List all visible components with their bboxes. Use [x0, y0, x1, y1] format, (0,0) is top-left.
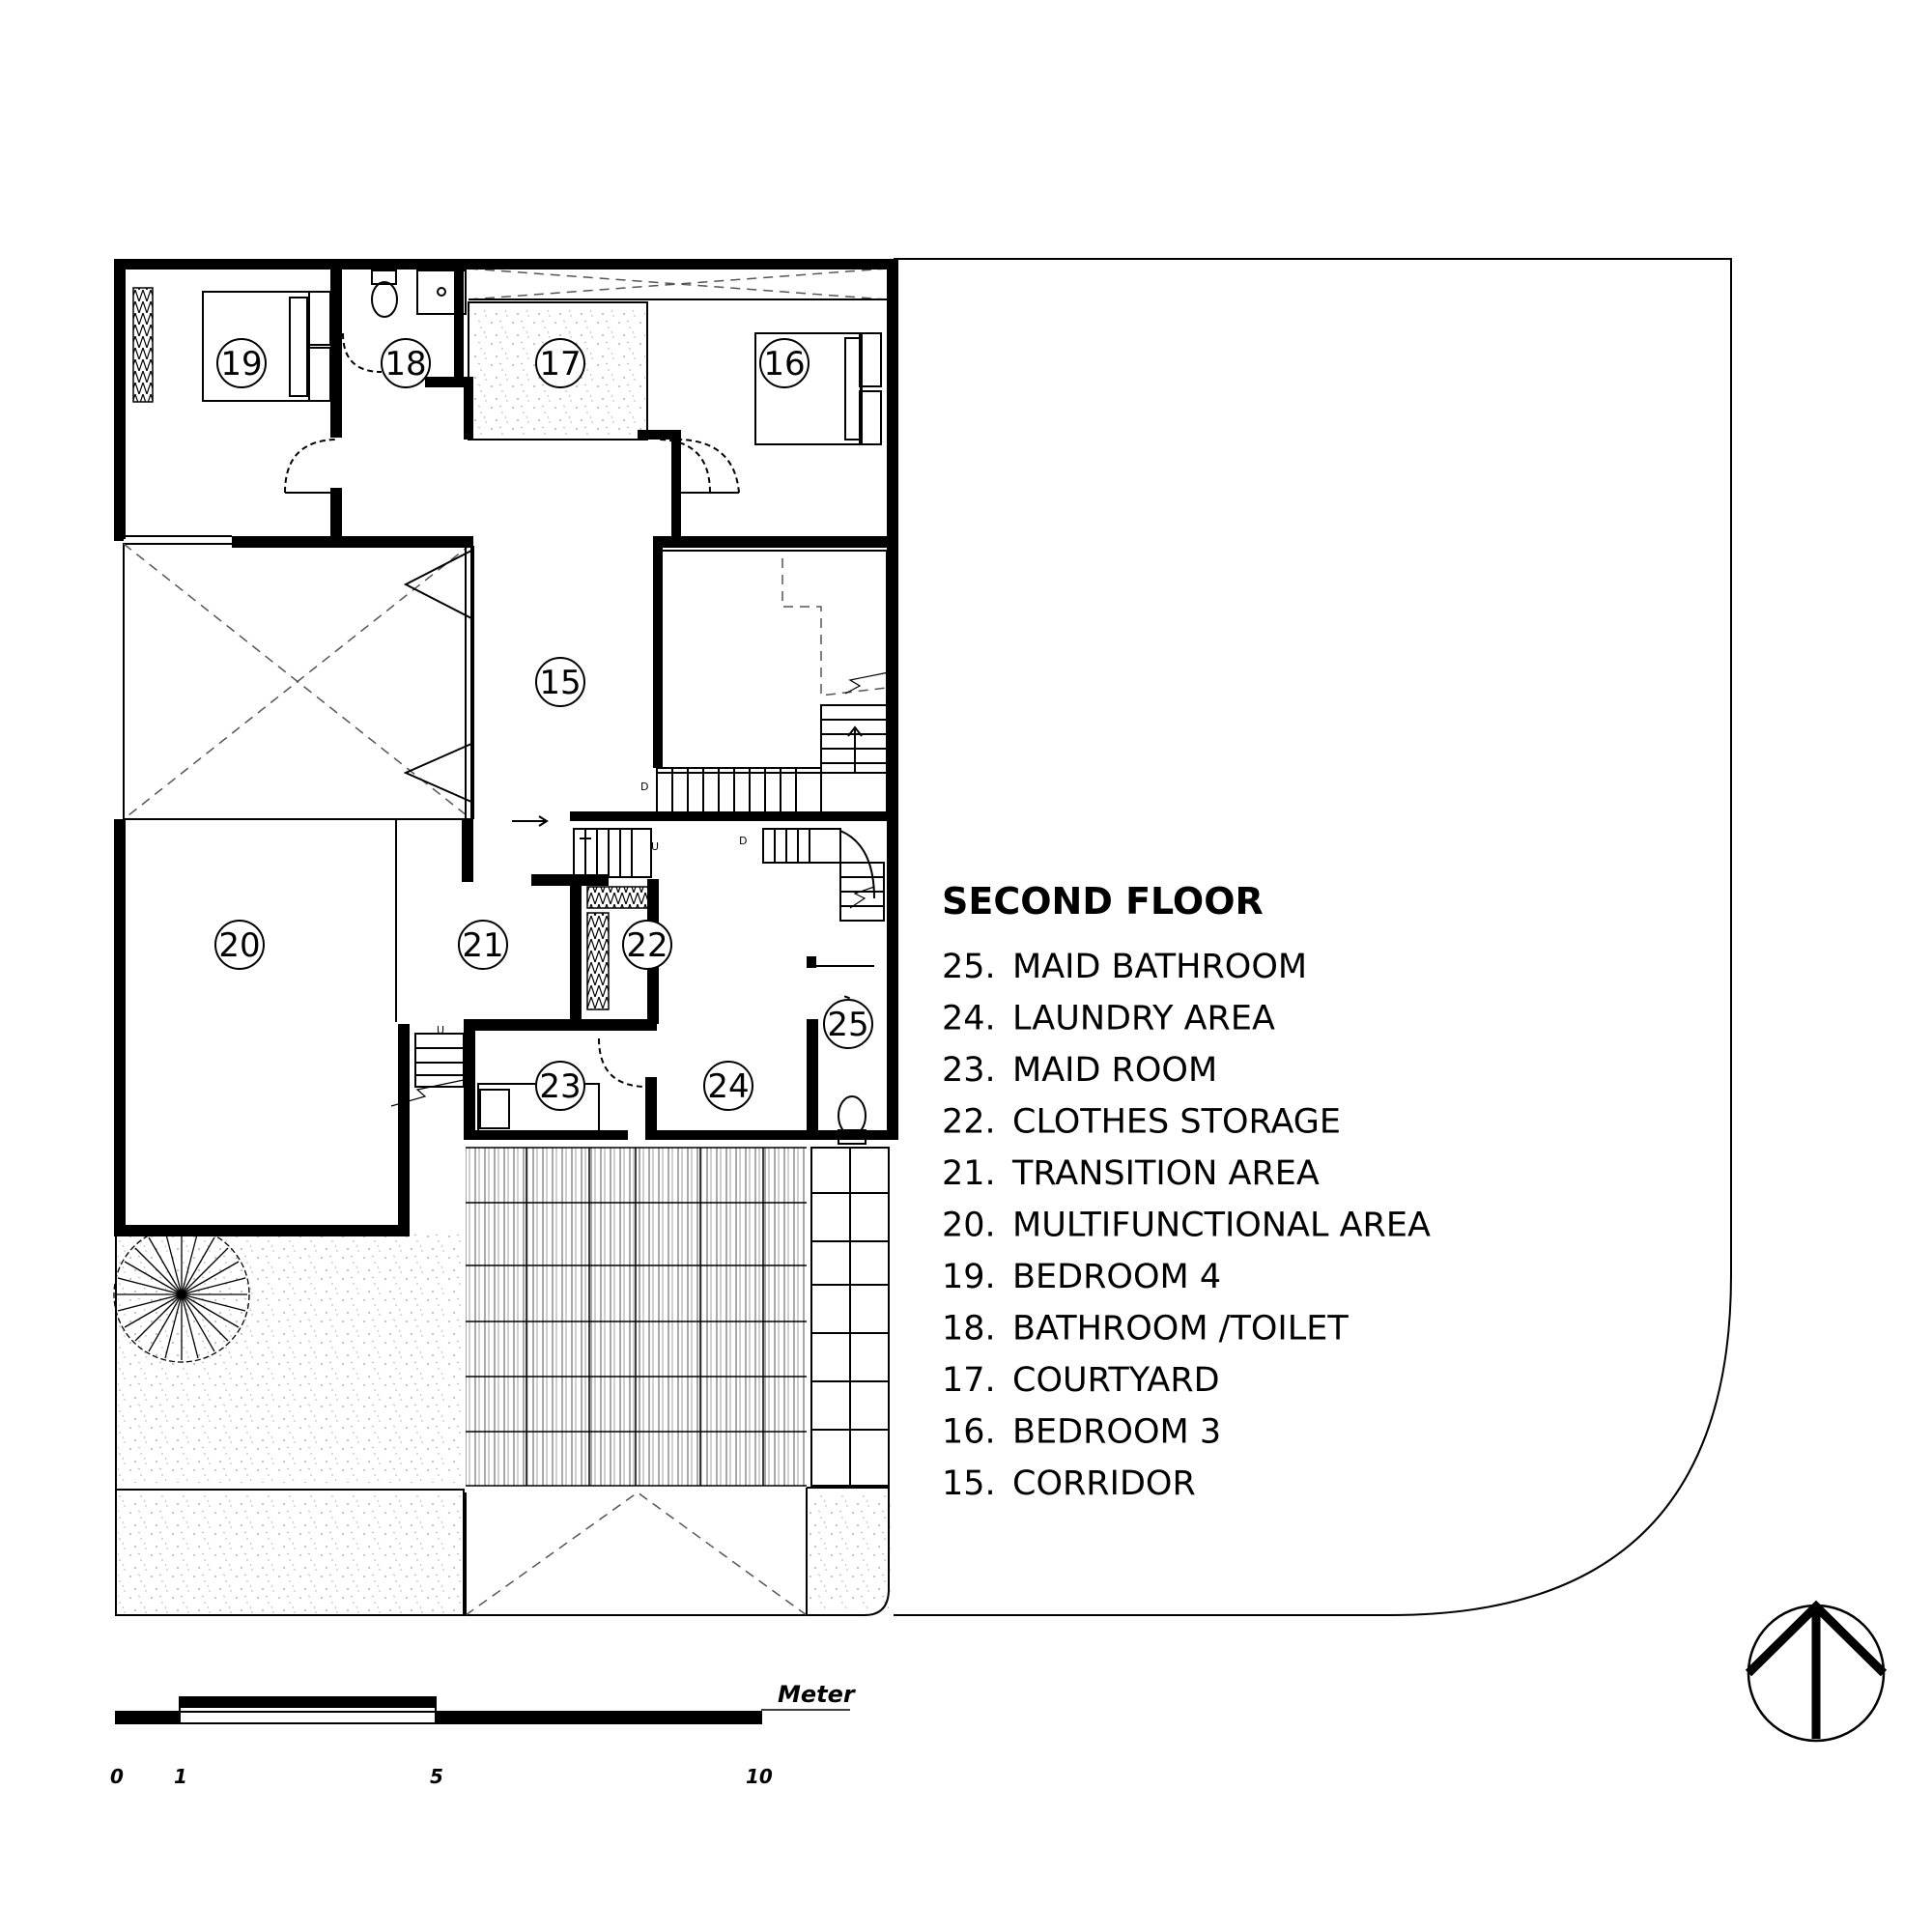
- bed-icon: [754, 332, 882, 445]
- site-boundary: [894, 258, 1732, 1616]
- legend-item-number: 19.: [942, 1258, 996, 1296]
- wardrobe-icon: [132, 287, 154, 403]
- toilet-icon: [371, 270, 467, 318]
- door-swing: [284, 332, 868, 1088]
- legend-item-number: 18.: [942, 1310, 996, 1349]
- legend-item-number: 25.: [942, 948, 996, 986]
- legend-item-name: MULTIFUNCTIONAL AREA: [1012, 1207, 1431, 1245]
- svg-text:25: 25: [827, 1006, 868, 1044]
- wardrobe-icon: [586, 886, 658, 909]
- room-label-22: 22: [622, 920, 672, 970]
- garden-corner-fill: [808, 1492, 893, 1608]
- svg-text:18: 18: [384, 345, 426, 384]
- svg-text:15: 15: [539, 664, 581, 702]
- room-label-18: 18: [381, 338, 431, 388]
- scale-bar: Meter 0 1 5 10: [110, 1681, 857, 1788]
- svg-text:17: 17: [539, 345, 581, 384]
- stair-mark-d2: D: [739, 835, 747, 847]
- main-stair: [656, 671, 890, 815]
- legend-title: SECOND FLOOR: [942, 880, 1264, 923]
- svg-text:24: 24: [707, 1067, 749, 1106]
- legend-item-name: CORRIDOR: [1012, 1464, 1196, 1503]
- room-label-16: 16: [759, 338, 810, 388]
- svg-text:22: 22: [626, 926, 668, 965]
- legend-item-name: MAID ROOM: [1012, 1051, 1217, 1090]
- wardrobe-icon: [586, 912, 610, 1010]
- scale-tick-0: 0: [110, 1765, 124, 1788]
- svg-text:20: 20: [218, 926, 260, 965]
- walls: [114, 259, 898, 1236]
- tile-strip: [810, 1147, 890, 1487]
- stair-mark-d: D: [640, 781, 648, 793]
- stair-mark-u: U: [651, 840, 659, 853]
- scale-tick-1: 1: [174, 1765, 187, 1788]
- svg-text:16: 16: [763, 345, 805, 384]
- legend-item-number: 22.: [942, 1103, 996, 1142]
- garden-fill: [118, 1232, 463, 1483]
- legend-item-name: BEDROOM 4: [1012, 1258, 1221, 1296]
- legend-item-name: TRANSITION AREA: [1011, 1154, 1320, 1193]
- legend-item-number: 24.: [942, 1000, 996, 1038]
- legend-item-number: 21.: [942, 1154, 996, 1193]
- room-label-25: 25: [823, 999, 873, 1049]
- svg-text:19: 19: [220, 345, 262, 384]
- garden-bed-fill: [118, 1492, 463, 1615]
- room-label-17: 17: [535, 338, 585, 388]
- room-label-21: 21: [458, 920, 508, 970]
- legend-item-name: CLOTHES STORAGE: [1012, 1103, 1341, 1142]
- north-arrow-icon: [1745, 1600, 1888, 1743]
- legend-item-name: COURTYARD: [1012, 1361, 1220, 1400]
- svg-text:23: 23: [539, 1067, 581, 1106]
- room-label-24: 24: [703, 1061, 753, 1111]
- scale-unit: Meter: [778, 1681, 857, 1708]
- room-label-23: 23: [535, 1061, 585, 1111]
- legend-item-number: 20.: [942, 1207, 996, 1245]
- stair-mark-u2: U: [437, 1024, 444, 1037]
- legend-item-name: BEDROOM 3: [1012, 1413, 1221, 1452]
- room-label-19: 19: [216, 338, 267, 388]
- room-label-20: 20: [214, 920, 265, 970]
- bed-icon: [202, 291, 331, 402]
- svg-text:21: 21: [462, 926, 503, 965]
- legend-item-name: LAUNDRY AREA: [1012, 1000, 1275, 1038]
- legend-item-number: 23.: [942, 1051, 996, 1090]
- legend-item-number: 17.: [942, 1361, 996, 1400]
- legend: SECOND FLOOR 25. MAID BATHROOM 24. LAUNDRY …: [942, 880, 1431, 1503]
- scale-tick-10: 10: [746, 1765, 773, 1788]
- scale-tick-5: 5: [430, 1765, 443, 1788]
- legend-item-name: MAID BATHROOM: [1012, 948, 1307, 986]
- room-label-15: 15: [535, 657, 585, 707]
- legend-item-number: 15.: [942, 1464, 996, 1503]
- legend-item-number: 16.: [942, 1413, 996, 1452]
- legend-item-name: BATHROOM /TOILET: [1012, 1310, 1349, 1349]
